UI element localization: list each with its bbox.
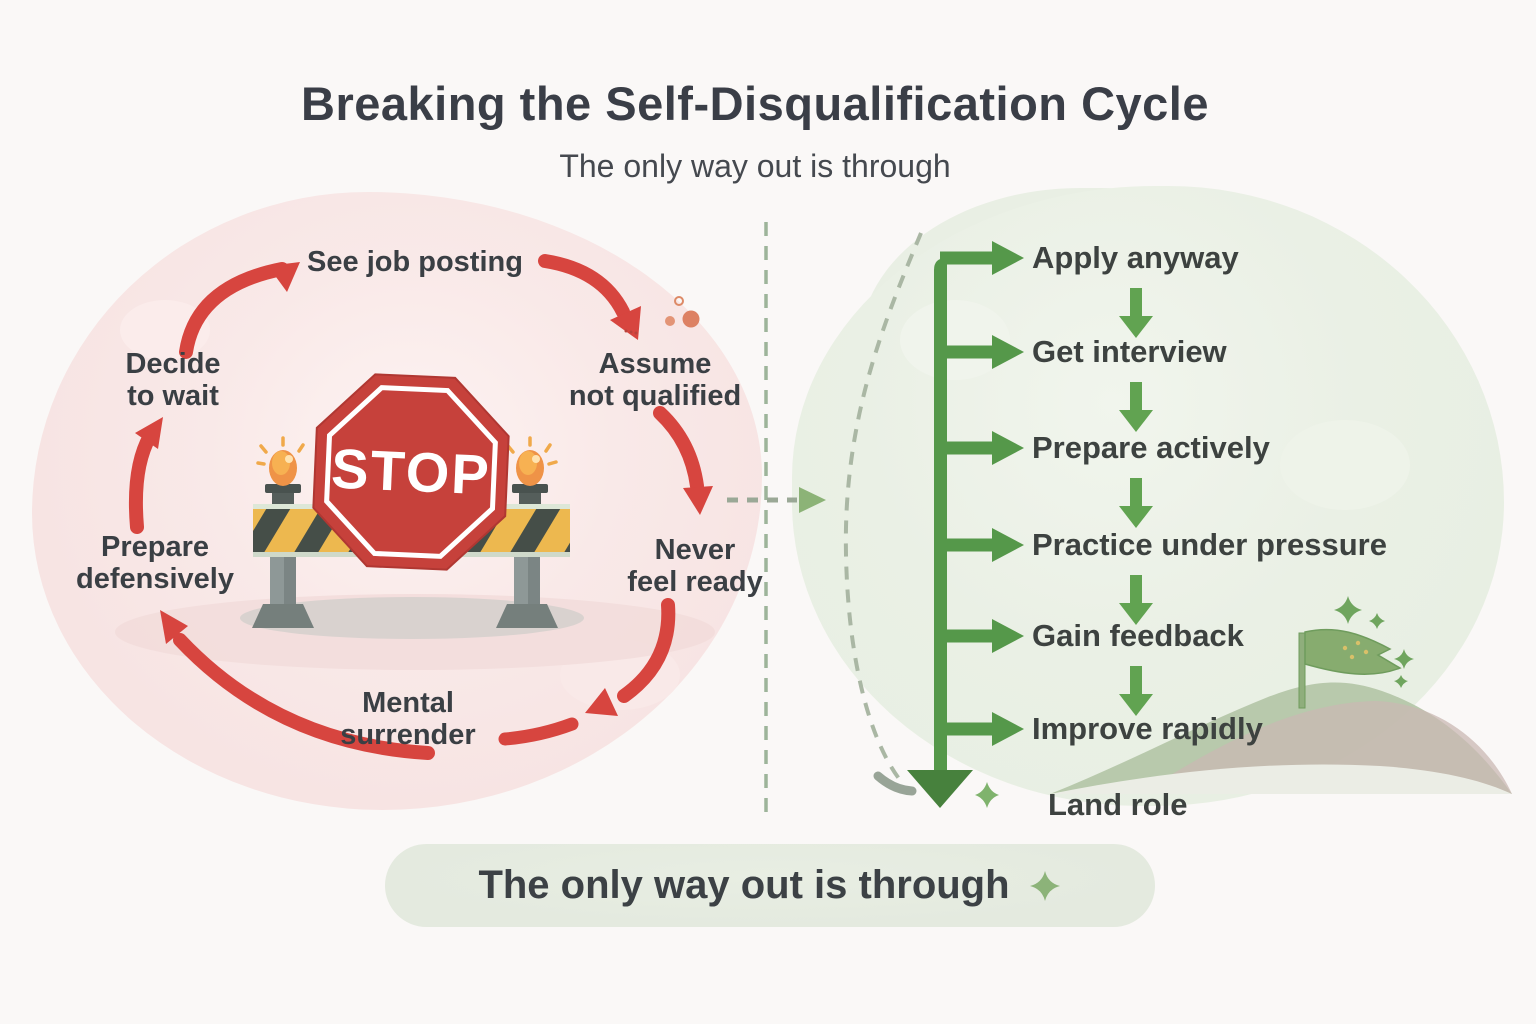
cycle-step-label: surrender (340, 719, 476, 751)
flow-branch-arrow-5 (947, 619, 1024, 653)
journey-path-end (873, 771, 917, 796)
page-title: Breaking the Self-Disqualification Cycle (301, 77, 1209, 130)
cycle-step-label: to wait (127, 380, 219, 412)
barrier-leg-shade (528, 556, 540, 608)
beacon-cap (265, 484, 301, 493)
cycle-step-label: Prepare (100, 531, 210, 563)
flag-sparkles (1334, 596, 1414, 688)
flow-final-arrowhead (907, 770, 973, 808)
flow-step-gain-feedback: Gain feedback (1032, 618, 1244, 653)
flow-step-get-interview: Get interview (1032, 334, 1227, 369)
cycle-arrow-decide-to-see (179, 262, 300, 359)
step-connector-arrow-4 (1119, 575, 1153, 625)
beacon-light-left (256, 436, 305, 486)
flow-step-practice-under-pressure: Practice under pressure (1032, 527, 1387, 562)
cycle-step-label: Assume (598, 348, 712, 380)
flow-branch-arrow-3 (947, 431, 1024, 465)
flow-step-land-role: Land role (1048, 787, 1188, 822)
cycle-step-assume-not-qualified: Assume not qualified (569, 348, 741, 412)
barrier-foot (252, 604, 314, 628)
cycle-step-label: See job posting (307, 246, 523, 278)
cycle-step-label: not qualified (568, 380, 742, 412)
stop-sign-text: STOP (330, 437, 492, 507)
page-subtitle: The only way out is through (559, 148, 951, 184)
transition-arrowhead-icon (799, 487, 826, 513)
step-connector-arrow-5 (1119, 666, 1153, 716)
cycle-step-never-feel-ready: Never feel ready (627, 534, 762, 598)
cycle-arrow-assume-to-never (653, 406, 713, 515)
flow-branch-arrow-4 (947, 528, 1024, 562)
cycle-step-label: defensively (76, 563, 234, 595)
cycle-step-decide-to-wait: Decide to wait (125, 348, 220, 412)
flow-branch-arrow-6 (947, 712, 1024, 746)
step-connector-arrow-3 (1119, 478, 1153, 528)
beacon-light-right (506, 436, 558, 486)
footer-tagline-pill: The only way out is through (385, 844, 1155, 927)
step-connector-arrow-1 (1119, 288, 1153, 338)
footer-tagline-text: The only way out is through (478, 863, 1010, 907)
land-role-sparkle-icon (975, 782, 999, 808)
flow-step-prepare-actively: Prepare actively (1032, 430, 1270, 465)
cycle-step-label: feel ready (627, 566, 763, 598)
barrier-leg-shade (284, 556, 296, 608)
cycle-step-label: Decide (125, 348, 221, 380)
blob-texture-spot (1280, 420, 1410, 510)
step-connector-arrow-2 (1119, 382, 1153, 432)
cycle-step-see-job-posting: See job posting (307, 246, 523, 278)
flag-icon (1298, 628, 1402, 709)
cycle-arrow-prepare-to-decide (128, 417, 163, 534)
blob-texture-spot (900, 300, 1010, 380)
flow-branch-arrow-1 (940, 241, 1024, 275)
step-connector-arrows (1119, 288, 1153, 716)
stop-sign: STOP (312, 373, 510, 571)
journey-dashed-path (843, 232, 923, 782)
hill (1050, 682, 1512, 794)
dot-trail (624, 329, 638, 335)
flow-branch-arrow-2 (947, 335, 1024, 369)
flow-spine (934, 241, 1024, 772)
cycle-arrow-see-to-assume (538, 254, 641, 340)
barrier-foot (496, 604, 558, 628)
cycle-step-label: Never (654, 534, 736, 566)
flow-step-improve-rapidly: Improve rapidly (1032, 711, 1263, 746)
cycle-arrow-never-to-mental (498, 598, 676, 746)
flow-step-apply-anyway: Apply anyway (1032, 240, 1239, 275)
beacon-cap (512, 484, 548, 493)
cycle-step-label: Mental (362, 687, 454, 719)
barrier-shadow (240, 597, 584, 639)
cycle-step-mental-surrender: Mental surrender (340, 687, 475, 751)
decorative-dots (665, 296, 700, 328)
cycle-step-prepare-defensively: Prepare defensively (76, 531, 234, 595)
cycle-arrow-mental-to-prepare (160, 610, 435, 760)
sparkle-icon (1029, 870, 1060, 901)
